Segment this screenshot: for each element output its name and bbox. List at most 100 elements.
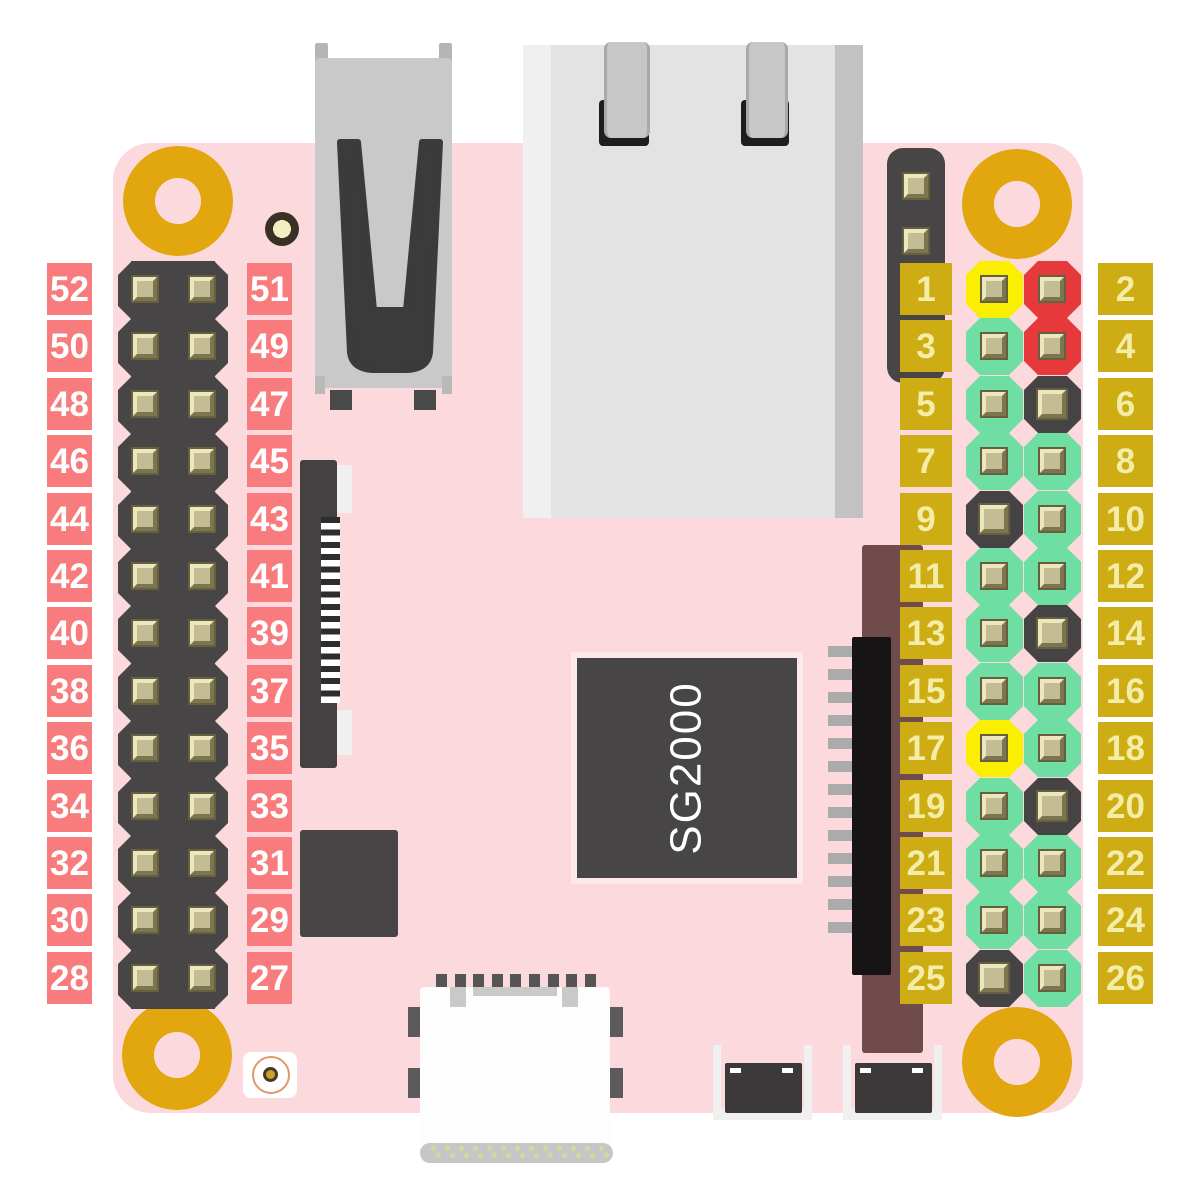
sd-tooth — [455, 974, 466, 990]
pin-label-left-outer-28: 28 — [47, 952, 92, 1004]
ethernet-clip-left-icon — [604, 42, 650, 138]
camera-tooth — [828, 784, 852, 795]
small-ic-chip — [300, 830, 398, 937]
pin-label-right-outer-10: 10 — [1098, 493, 1153, 545]
header-pin-pad — [190, 334, 214, 358]
sd-tooth — [436, 974, 447, 990]
small-ring-hole-icon — [265, 212, 299, 246]
header-pin-pad — [133, 507, 157, 531]
header-pin-pad — [190, 507, 214, 531]
pin-pad-20 — [1038, 792, 1066, 820]
header-pin-pad — [133, 392, 157, 416]
pin-label-right-outer-8: 8 — [1098, 435, 1153, 487]
sd-contact-dot — [487, 1146, 492, 1151]
usb-pin-right — [414, 390, 436, 410]
pin-label-right-outer-6: 6 — [1098, 378, 1153, 430]
sd-tooth — [510, 974, 521, 990]
sd-contact-dot — [599, 1146, 604, 1151]
camera-tooth — [828, 715, 852, 726]
sd-contact-dot — [473, 1146, 478, 1151]
sd-tab-left-1 — [408, 1007, 421, 1037]
camera-tooth — [828, 922, 852, 933]
sg2000-chip-label: SG2000 — [662, 681, 711, 855]
pin-label-left-inner-43: 43 — [247, 493, 292, 545]
pin-pad-21 — [982, 851, 1006, 875]
pin-label-left-outer-32: 32 — [47, 837, 92, 889]
pin-label-left-outer-42: 42 — [47, 550, 92, 602]
button-2-dash-right — [912, 1068, 923, 1073]
pin-pad-11 — [982, 564, 1006, 588]
pin-label-right-inner-9: 9 — [900, 493, 952, 545]
sd-inner-bar — [473, 987, 557, 996]
ufl-center-pin-icon — [263, 1067, 278, 1082]
debug-header-pad-2 — [904, 229, 928, 253]
ethernet-right-strip — [835, 45, 863, 518]
ethernet-left-strip — [523, 45, 551, 518]
pin-label-left-inner-39: 39 — [247, 607, 292, 659]
pin-pad-24 — [1040, 908, 1064, 932]
ethernet-body — [523, 45, 863, 518]
pin-pad-25 — [980, 964, 1008, 992]
camera-tooth — [828, 876, 852, 887]
header-pin-pad — [190, 794, 214, 818]
sd-contact-dot — [534, 1153, 539, 1158]
pin-label-right-inner-3: 3 — [900, 320, 952, 372]
pin-label-right-inner-5: 5 — [900, 378, 952, 430]
pin-label-right-inner-1: 1 — [900, 263, 952, 315]
sd-bottom-bar — [420, 1143, 613, 1163]
pin-label-right-inner-11: 11 — [900, 550, 952, 602]
fpc-tab-bottom — [337, 710, 352, 755]
pin-pad-10 — [1040, 507, 1064, 531]
header-pin-pad — [190, 564, 214, 588]
pin-pad-6 — [1038, 390, 1066, 418]
ethernet-clip-right-icon — [746, 42, 788, 138]
sd-contact-dot — [445, 1146, 450, 1151]
debug-header-pad-1 — [904, 174, 928, 198]
header-pin-pad — [133, 908, 157, 932]
header-pin-pad — [190, 908, 214, 932]
header-pin-pad — [133, 334, 157, 358]
pin-label-right-outer-20: 20 — [1098, 780, 1153, 832]
pin-label-left-outer-44: 44 — [47, 493, 92, 545]
pin-pad-5 — [982, 392, 1006, 416]
header-pin-pad — [133, 794, 157, 818]
sd-contact-dot — [590, 1153, 595, 1158]
sd-contact-dot — [492, 1153, 497, 1158]
button-2-bracket-right — [934, 1045, 942, 1118]
pin-label-right-outer-16: 16 — [1098, 665, 1153, 717]
sd-tab-right-2 — [610, 1068, 623, 1098]
pin-pad-17 — [982, 736, 1006, 760]
camera-tooth — [828, 899, 852, 910]
header-pin-pad — [190, 449, 214, 473]
pin-label-left-outer-48: 48 — [47, 378, 92, 430]
pin-label-right-inner-25: 25 — [900, 952, 952, 1004]
sd-contact-dot — [501, 1146, 506, 1151]
pin-pad-4 — [1040, 334, 1064, 358]
sd-contact-dot — [450, 1153, 455, 1158]
pin-label-left-outer-40: 40 — [47, 607, 92, 659]
pin-pad-2 — [1040, 277, 1064, 301]
sd-contact-dot — [548, 1153, 553, 1158]
sd-contact-dot — [562, 1153, 567, 1158]
sd-contact-dot — [576, 1153, 581, 1158]
button-1-bracket-left — [713, 1045, 721, 1118]
pin-pad-8 — [1040, 449, 1064, 473]
sg2000-chip: SG2000 — [577, 658, 797, 878]
pin-pad-26 — [1040, 966, 1064, 990]
camera-tooth — [828, 807, 852, 818]
sd-tab-left-2 — [408, 1068, 421, 1098]
camera-tooth — [828, 646, 852, 657]
pin-label-left-inner-37: 37 — [247, 665, 292, 717]
sd-contact-dot — [529, 1146, 534, 1151]
pin-pad-15 — [982, 679, 1006, 703]
pin-label-left-outer-34: 34 — [47, 780, 92, 832]
sd-contact-dot — [585, 1146, 590, 1151]
header-pin-pad — [190, 851, 214, 875]
sd-body — [420, 987, 610, 1157]
header-pin-pad — [133, 564, 157, 588]
usb-foot-left — [315, 376, 325, 394]
pin-label-left-outer-38: 38 — [47, 665, 92, 717]
sd-contact-dot — [515, 1146, 520, 1151]
header-pin-pad — [190, 277, 214, 301]
header-pin-pad — [133, 966, 157, 990]
